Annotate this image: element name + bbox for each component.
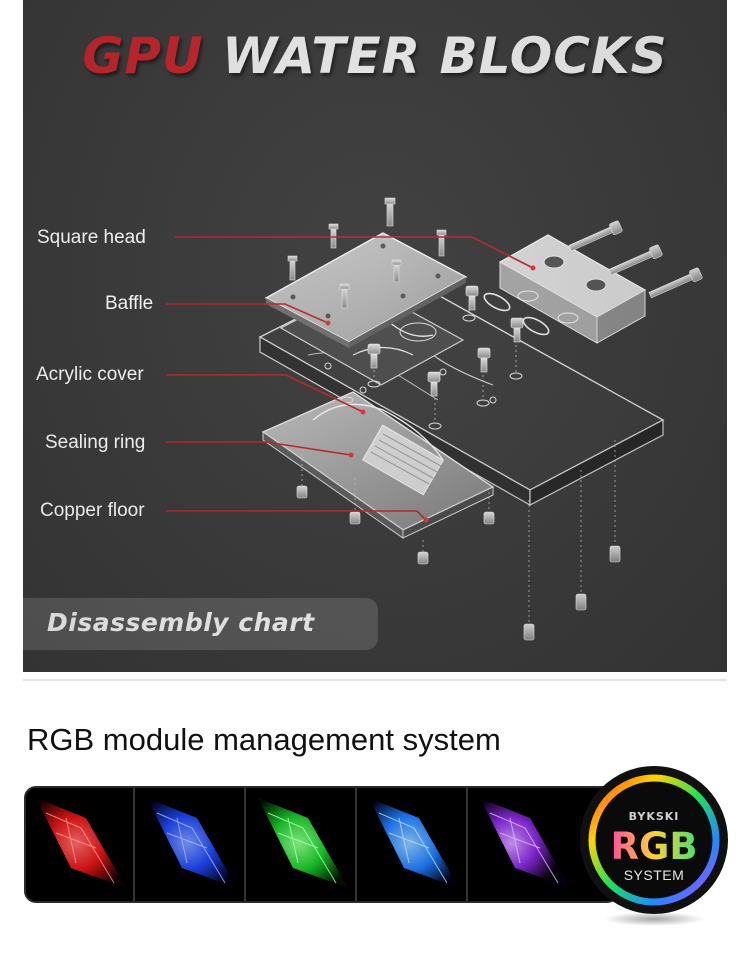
- rgb-tile-light-blue: [359, 788, 468, 901]
- long-bolts: [568, 220, 703, 299]
- rgb-tile-green: [248, 788, 357, 901]
- rgb-tile-red: [26, 788, 135, 901]
- badge-brand-text: BYKSKI: [629, 810, 680, 823]
- disassembly-chart-badge: Disassembly chart: [23, 598, 378, 650]
- standoff-nuts: [296, 485, 621, 641]
- exploded-view-illustration: [166, 197, 703, 641]
- terminal-block: [498, 234, 647, 344]
- block-o-rings: [483, 292, 550, 336]
- disassembly-panel: GPU WATER BLOCKS: [23, 0, 727, 672]
- rgb-system-badge: BYKSKI RGB SYSTEM: [578, 764, 730, 929]
- badge-rgb-text: RGB: [610, 825, 697, 868]
- guide-lines: [301, 295, 616, 622]
- rgb-tile-blue: [137, 788, 246, 901]
- section-divider: [23, 679, 727, 681]
- label-square-head: Square head: [37, 227, 146, 248]
- rgb-tile-green-image: [248, 788, 355, 901]
- rgb-section-title: RGB module management system: [27, 722, 501, 757]
- headline-water-blocks: WATER BLOCKS: [222, 27, 668, 85]
- square-head-plate: [264, 232, 468, 348]
- rgb-system-logo: BYKSKI RGB SYSTEM: [580, 766, 728, 926]
- rgb-color-strip: [24, 786, 619, 903]
- rgb-tile-light-blue-image: [359, 788, 466, 901]
- rgb-tile-red-image: [26, 788, 133, 901]
- label-baffle: Baffle: [105, 293, 154, 314]
- washers: [340, 314, 523, 430]
- hex-screws: [367, 285, 524, 397]
- page-headline: GPU WATER BLOCKS: [23, 26, 727, 86]
- disassembly-chart-label: Disassembly chart: [47, 608, 315, 637]
- leader-endpoints: [325, 265, 536, 523]
- leader-lines: [166, 236, 534, 521]
- rgb-tile-blue-image: [137, 788, 244, 901]
- label-copper-floor: Copper floor: [40, 500, 145, 521]
- copper-floor: [261, 391, 495, 539]
- label-acrylic-cover: Acrylic cover: [36, 364, 144, 385]
- label-sealing-ring: Sealing ring: [45, 432, 146, 453]
- headline-gpu: GPU: [82, 27, 204, 85]
- badge-system-text: SYSTEM: [624, 867, 685, 883]
